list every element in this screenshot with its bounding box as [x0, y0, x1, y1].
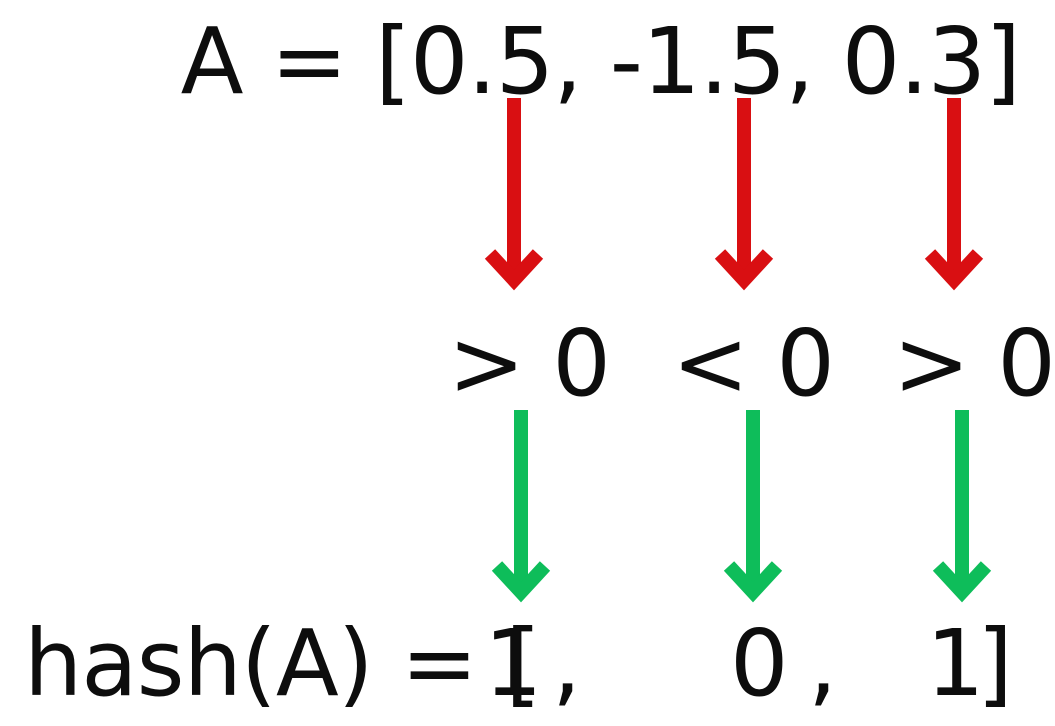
hash-diagram: A = [0.5, -1.5, 0.3] > 0 < 0 > 0 hash(A)… — [24, 8, 1055, 717]
arrow-down-icon — [714, 98, 774, 291]
hash-close-bracket: ] — [977, 610, 1013, 717]
arrow-down-icon — [924, 98, 984, 291]
hash-bit: 1 — [484, 610, 543, 717]
arrow-down-icon — [491, 410, 551, 603]
arrows-layer — [484, 98, 992, 603]
hash-bit: 0 — [730, 610, 789, 717]
comparison-label: < 0 — [672, 310, 835, 417]
arrow-down-icon — [932, 410, 992, 603]
comparison-label: > 0 — [893, 310, 1055, 417]
hash-output-label: hash(A) = [ — [24, 610, 541, 717]
hash-separator: , — [552, 610, 581, 717]
hash-bit: 1 — [926, 610, 985, 717]
comparison-label: > 0 — [448, 310, 611, 417]
input-vector-label: A = [0.5, -1.5, 0.3] — [180, 8, 1021, 115]
arrow-down-icon — [484, 98, 544, 291]
hash-separator: , — [808, 610, 837, 717]
arrow-down-icon — [723, 410, 783, 603]
